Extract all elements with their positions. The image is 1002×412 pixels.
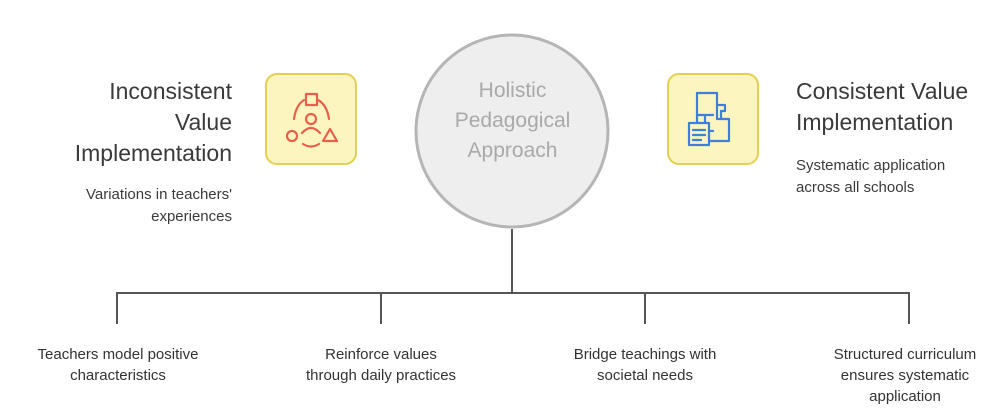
branch-label-3: Bridge teachings with societal needs [530, 344, 760, 386]
right-title: Consistent Value Implementation [796, 76, 996, 138]
left-title: Inconsistent Value Implementation [20, 76, 232, 169]
branch-4-line-2: ensures systematic [840, 367, 970, 384]
left-icon-box [265, 73, 357, 165]
right-title-line-1: Consistent Value [796, 78, 969, 104]
branch-1-line-2: characteristics [70, 367, 166, 384]
branch-2-line-2: through daily practices [305, 367, 457, 384]
center-title: Holistic Pedagogical Approach [420, 76, 605, 166]
right-desc-line-1: Systematic application [796, 157, 946, 174]
branch-label-4: Structured curriculum ensures systematic… [808, 344, 1002, 407]
left-desc-line-1: Variations in teachers' [86, 186, 232, 203]
blueprint-document-icon [687, 91, 731, 147]
center-title-line-2: Pedagogical [454, 109, 571, 132]
branch-3-line-1: Bridge teachings with [573, 346, 717, 363]
right-description: Systematic application across all school… [796, 155, 996, 199]
branch-4-line-3: application [869, 388, 941, 405]
left-title-line-3: Implementation [74, 140, 232, 166]
center-circle [414, 33, 610, 229]
left-title-line-1: Inconsistent [109, 78, 232, 104]
left-title-line-2: Value [174, 109, 232, 135]
branch-4-line-1: Structured curriculum [833, 346, 977, 363]
branch-3-line-2: societal needs [597, 367, 693, 384]
right-desc-line-2: across all schools [796, 179, 915, 196]
people-shapes-icon [285, 92, 339, 148]
branch-label-2: Reinforce values through daily practices [266, 344, 496, 386]
branch-2-line-1: Reinforce values [325, 346, 437, 363]
right-icon-box [667, 73, 759, 165]
right-title-line-2: Implementation [796, 109, 954, 135]
left-description: Variations in teachers' experiences [20, 184, 232, 228]
branch-label-1: Teachers model positive characteristics [2, 344, 234, 386]
center-title-line-1: Holistic [478, 79, 547, 102]
branch-1-line-1: Teachers model positive [37, 346, 199, 363]
center-title-line-3: Approach [467, 139, 558, 162]
left-desc-line-2: experiences [151, 208, 232, 225]
